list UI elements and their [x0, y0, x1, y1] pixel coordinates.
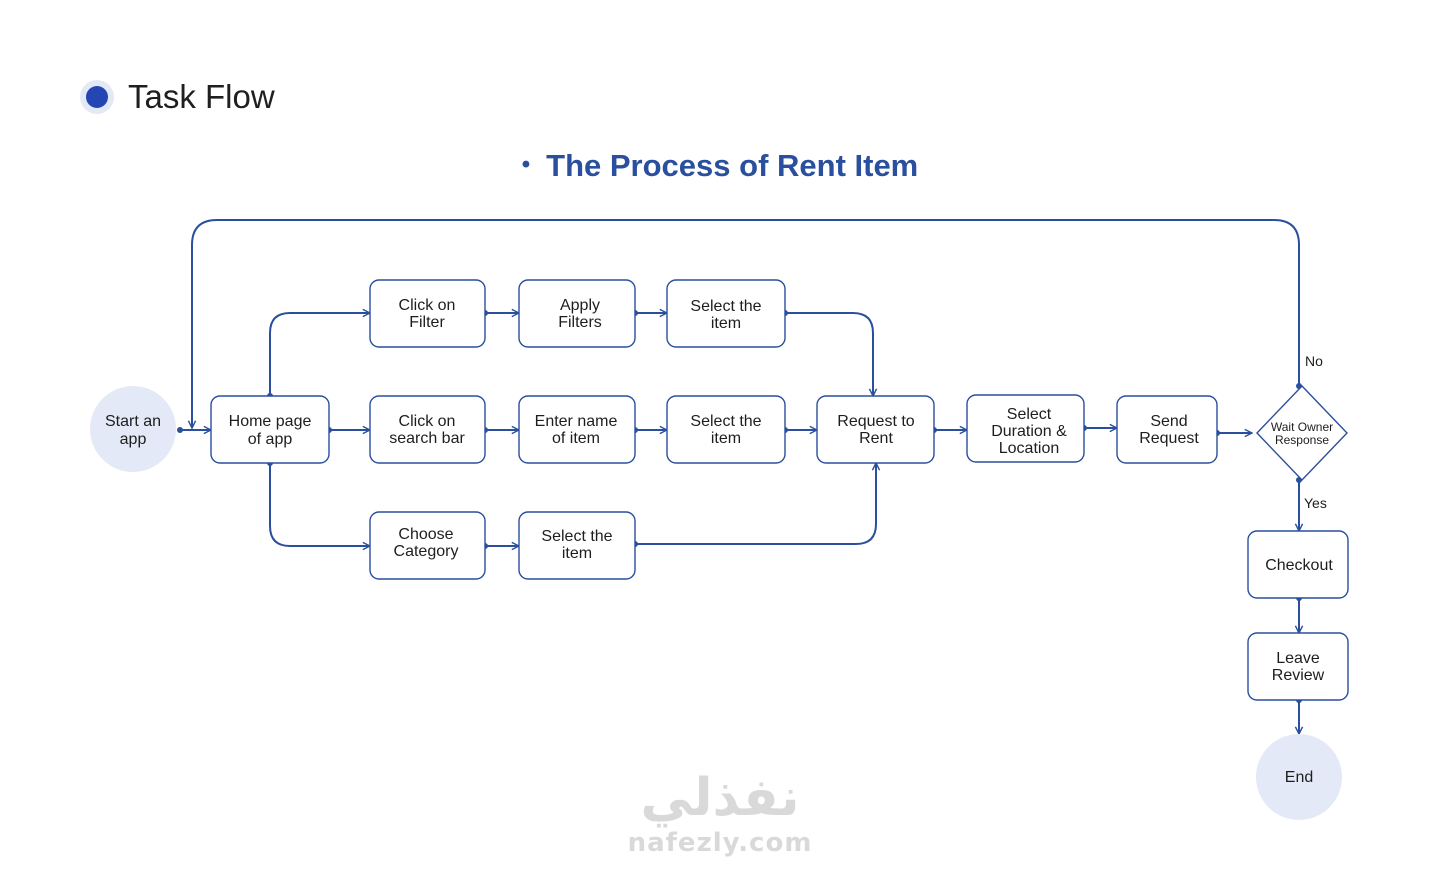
node-review-line1: Leave: [1276, 650, 1320, 667]
node-send-line1: Send: [1150, 413, 1187, 430]
node-request-rent-line1: Request to: [837, 413, 914, 430]
node-duration-line3: Location: [999, 440, 1060, 457]
node-home: [210, 395, 330, 464]
connector-dots: [177, 310, 1302, 703]
node-select-mid-line2: item: [711, 430, 741, 447]
node-category: [369, 511, 486, 580]
bullet-dot-icon: [80, 80, 114, 114]
edge-select-request-top: [785, 312, 873, 396]
edge-label-no: No: [1305, 353, 1323, 369]
edge-home-filter: [269, 313, 370, 396]
page-title: Task Flow: [128, 78, 275, 115]
node-duration-line2: Duration &: [991, 423, 1067, 440]
edge-select-request-bot: [635, 463, 876, 545]
node-send-line2: Request: [1139, 430, 1199, 447]
node-request-rent-line2: Rent: [859, 430, 893, 447]
node-select-top: [666, 279, 786, 348]
node-select-mid: [666, 395, 786, 464]
node-select-bot-line2: item: [562, 545, 592, 562]
node-filter-line2: Filter: [409, 314, 445, 331]
node-select-top-line2: item: [711, 315, 741, 332]
edge-wait-no-loop: [192, 219, 1300, 428]
node-select-bot-line1: Select the: [541, 528, 612, 545]
node-wait-line2: Response: [1275, 433, 1329, 447]
node-enter-line1: Enter name: [535, 413, 618, 430]
edge-label-yes: Yes: [1304, 495, 1327, 511]
node-select-mid-line1: Select the: [690, 413, 761, 430]
node-select-top-line1: Select the: [690, 298, 761, 315]
node-send: [1116, 395, 1218, 464]
node-checkout: [1247, 530, 1349, 599]
watermark-arabic: نفذلي: [640, 768, 800, 828]
watermark-logo: نفذلي nafezly.com: [560, 768, 880, 858]
node-category-line1: Choose: [398, 526, 453, 543]
node-apply: [518, 279, 636, 348]
diagram-title-text: The Process of Rent Item: [546, 148, 919, 183]
node-home-line1: Home page: [229, 413, 312, 430]
node-request-rent: [816, 395, 935, 464]
node-start-line1: Start an: [105, 413, 161, 430]
node-duration: [966, 394, 1085, 463]
watermark-latin: nafezly.com: [627, 828, 813, 858]
connectors: [180, 219, 1300, 734]
node-start: Start an app: [90, 386, 176, 472]
node-wait-decision: Wait Owner Response: [1256, 384, 1348, 482]
node-filter: [369, 279, 486, 348]
node-filter-line1: Click on: [399, 297, 456, 314]
node-review-line2: Review: [1272, 667, 1325, 684]
node-review: [1247, 632, 1349, 701]
node-enter: [518, 395, 636, 464]
node-select-bot: [518, 511, 636, 580]
node-category-line2: Category: [394, 543, 459, 560]
section-header: Task Flow: [80, 78, 275, 116]
node-search-line2: search bar: [389, 430, 465, 447]
node-end-label: End: [1285, 769, 1313, 786]
bullet-icon: •: [521, 151, 531, 178]
node-enter-line2: of item: [552, 430, 600, 447]
node-start-line2: app: [120, 431, 147, 448]
diagram-title: • The Process of Rent Item: [0, 148, 1440, 184]
node-checkout-label: Checkout: [1265, 557, 1333, 574]
node-home-line2: of app: [248, 431, 293, 448]
node-wait-line1: Wait Owner: [1271, 420, 1333, 434]
node-duration-line1: Select: [1007, 406, 1052, 423]
node-end: End: [1256, 734, 1342, 820]
node-apply-line2: Filters: [558, 314, 602, 331]
node-apply-line1: Apply: [560, 297, 600, 314]
node-search-line1: Click on: [399, 413, 456, 430]
node-search: [369, 395, 486, 464]
edge-home-category: [269, 463, 370, 546]
